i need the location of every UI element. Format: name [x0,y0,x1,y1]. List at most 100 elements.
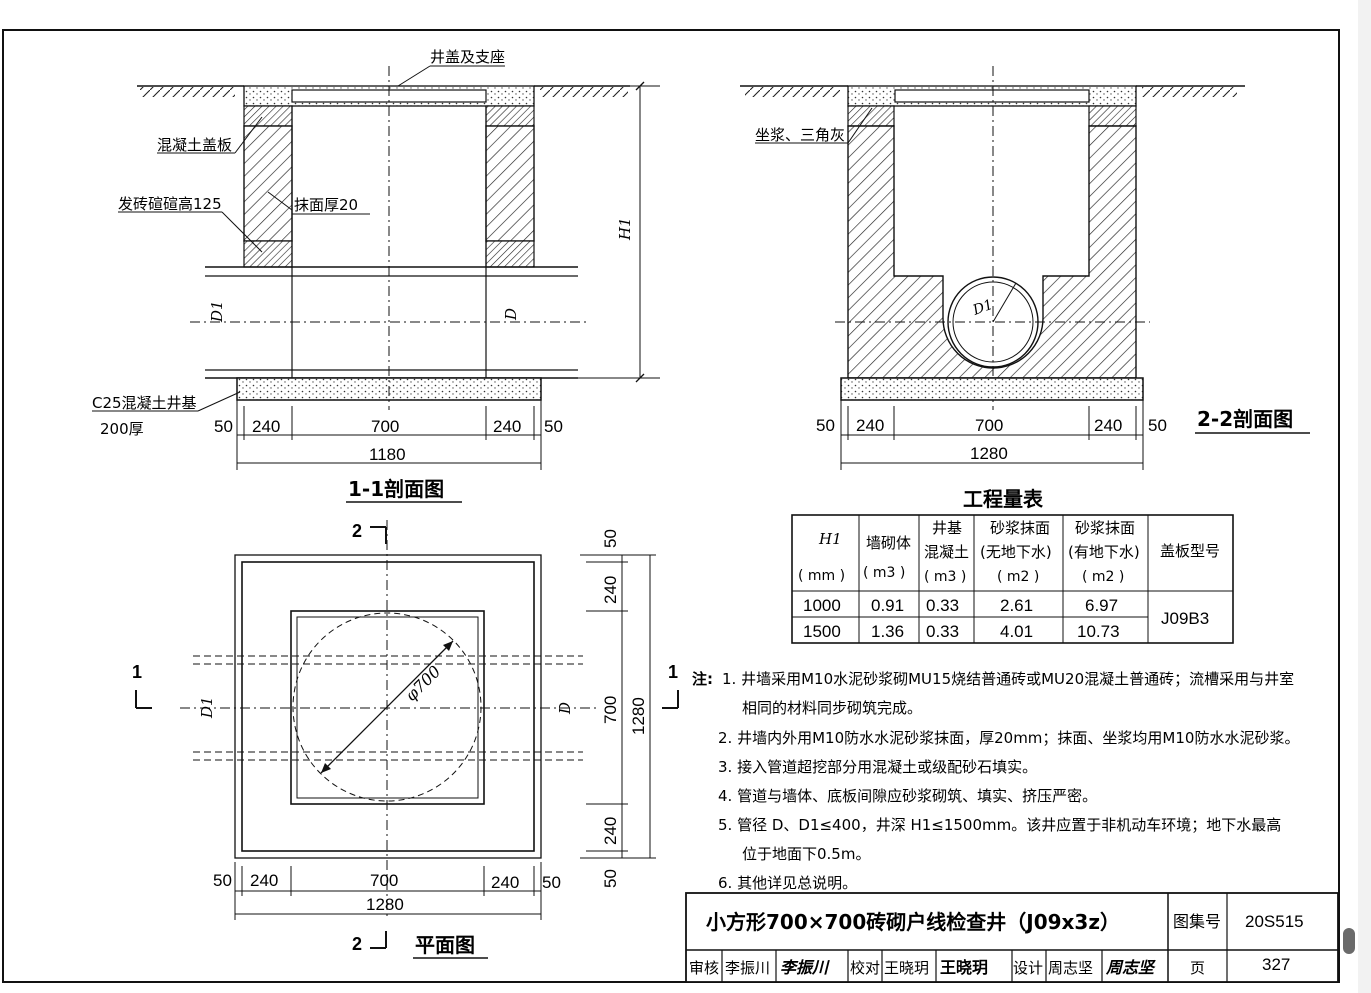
plan-vdim-50-bottom: 50 [601,869,620,888]
wall-and-channel [847,125,1137,379]
th-h1-unit: ( mm ) [798,568,845,584]
dim-total: 1180 [369,445,406,464]
callout-mortar: 坐浆、三角灰 [755,126,845,144]
plan-vdim-240-bottom: 240 [601,817,620,845]
dim-700: 700 [371,417,399,436]
th-wall-unit: ( m3 ) [863,565,905,581]
plan-dim-240-right: 240 [491,873,519,892]
callout-plaster: 抹面厚20 [294,196,358,214]
title-block: 小方形700×700砖砌户线检查井（J09x3z） 图集号 20S515 审核 … [685,892,1339,983]
note-5: 5. 管径 D、D1≤400，井深 H1≤1500mm。该井应置于非机动车环境；… [718,816,1281,834]
callout-slab: 混凝土盖板 [157,136,232,154]
cell-cover-value: J09B3 [1161,609,1209,628]
th-cover: 盖板型号 [1160,542,1220,560]
designer-signature: 周志坚 [1105,958,1156,977]
plan-vdim-total: 1280 [629,697,648,735]
notes: 注: 1. 井墙采用M10水泥砂浆砌MU15烧结普通砖或MU20混凝土普通砖；流… [692,670,1299,892]
d1-label: D1 [208,300,226,323]
cut-2-top: 2 [352,521,362,541]
reviewer-name: 李振川 [725,959,770,977]
plan-dim-total: 1280 [366,895,404,914]
dim-240-left: 240 [252,417,280,436]
plan-base-outline [234,554,542,859]
th-wall: 墙砌体 [866,534,911,552]
plan-vdim-50-top: 50 [601,529,620,548]
note-5-cont: 位于地面下0.5m。 [742,845,870,863]
callout-base-1: C25混凝土井基 [92,394,197,412]
note-2: 2. 井墙内外用M10防水水泥砂浆抹面，厚20mm；抹面、坐浆均用M10防水水泥… [718,729,1299,747]
sheet-border [2,29,1340,983]
th-base-2: 混凝土 [924,543,969,561]
cut-1-left: 1 [132,662,142,682]
cell-r1-wet: 6.97 [1085,596,1118,615]
dim2-240-right: 240 [1094,416,1122,435]
section-2-2-title: 2-2剖面图 [1197,407,1293,431]
cell-r2-wet: 10.73 [1077,622,1120,641]
brick-wall-right [485,125,535,242]
plan-dim-50-left: 50 [213,871,232,890]
plan-vdim-700: 700 [601,696,620,724]
brick-wall-left [243,125,293,242]
dim-50-right: 50 [544,417,563,436]
dim2-50-right: 50 [1148,416,1167,435]
dim2-700: 700 [975,416,1003,435]
concrete-base-2 [840,377,1144,401]
callout-base-2: 200厚 [100,420,144,438]
callout-cover: 井盖及支座 [430,48,505,66]
plan-view: φ700 D1 D 2 2 1 1 50 240 700 240 [132,520,679,959]
table-title: 工程量表 [963,487,1044,511]
cell-r1-dry: 2.61 [1000,596,1033,615]
cell-r1-wall: 0.91 [871,596,904,615]
check-label: 校对 [850,959,880,977]
d-label: D [502,308,520,321]
page-label: 页 [1190,959,1205,977]
h1-label: H1 [616,217,634,241]
th-base: 井基 [932,519,962,537]
plan-cover-circle [292,612,482,802]
cell-r1-base: 0.33 [926,596,959,615]
th-dry-unit: ( m2 ) [997,569,1039,585]
atlas-label: 图集号 [1173,912,1221,931]
note-1-cont: 相同的材料同步砌筑完成。 [742,699,922,717]
drawing-title: 小方形700×700砖砌户线检查井（J09x3z） [706,910,1120,934]
checker-name: 王晓玥 [884,959,929,977]
plan-d: D [556,702,574,715]
viewer-scroll-track [1358,0,1371,993]
cut-2-bottom: 2 [352,934,362,954]
dim2-50-left: 50 [816,416,835,435]
th-dry: 砂浆抹面 [990,519,1050,537]
th-wet: 砂浆抹面 [1075,519,1135,537]
th-wet-2: (有地下水) [1068,543,1140,561]
plan-vdim-240-top: 240 [601,576,620,604]
th-dry-2: (无地下水) [980,543,1052,561]
th-base-unit: ( m3 ) [924,569,966,585]
th-h1: H1 [818,530,842,548]
callout-brick: 发砖碹碹高125 [118,195,222,213]
review-label: 审核 [689,959,719,977]
dim-50-left: 50 [214,417,233,436]
reviewer-signature: 李振川 [780,958,830,977]
cell-r2-h1: 1500 [803,622,841,641]
soil-hatch-right [540,87,628,97]
dim2-240-left: 240 [856,416,884,435]
section-1-1-title: 1-1剖面图 [348,477,444,501]
cell-r2-dry: 4.01 [1000,622,1033,641]
section-2-2: D1 坐浆、三角灰 50 240 700 240 50 1280 2-2剖面图 [740,66,1310,470]
dim-240-right: 240 [493,417,521,436]
viewer-scrollbar-thumb[interactable] [1343,928,1355,954]
note-4: 4. 管道与墙体、底板间隙应砂浆砌筑、填实、挤压严密。 [718,787,1097,805]
note-1: 1. 井墙采用M10水泥砂浆砌MU15烧结普通砖或MU20混凝土普通砖；流槽采用… [722,670,1294,688]
note-3: 3. 接入管道超挖部分用混凝土或级配砂石填实。 [718,758,1037,776]
plan-title: 平面图 [415,933,475,957]
note-6: 6. 其他详见总说明。 [718,874,857,892]
section-1-1: H1 D1 D 井盖及支座 混凝土盖板 发砖碹碹高125 抹面厚20 C25混凝… [92,48,660,503]
plan-d1: D1 [198,696,216,719]
th-wet-unit: ( m2 ) [1082,569,1124,585]
plan-dim-50-right: 50 [542,873,561,892]
designer-name: 周志坚 [1048,959,1093,977]
dim2-total: 1280 [970,444,1008,463]
plan-dim-700: 700 [370,871,398,890]
cell-r1-h1: 1000 [803,596,841,615]
cell-r2-wall: 1.36 [871,622,904,641]
